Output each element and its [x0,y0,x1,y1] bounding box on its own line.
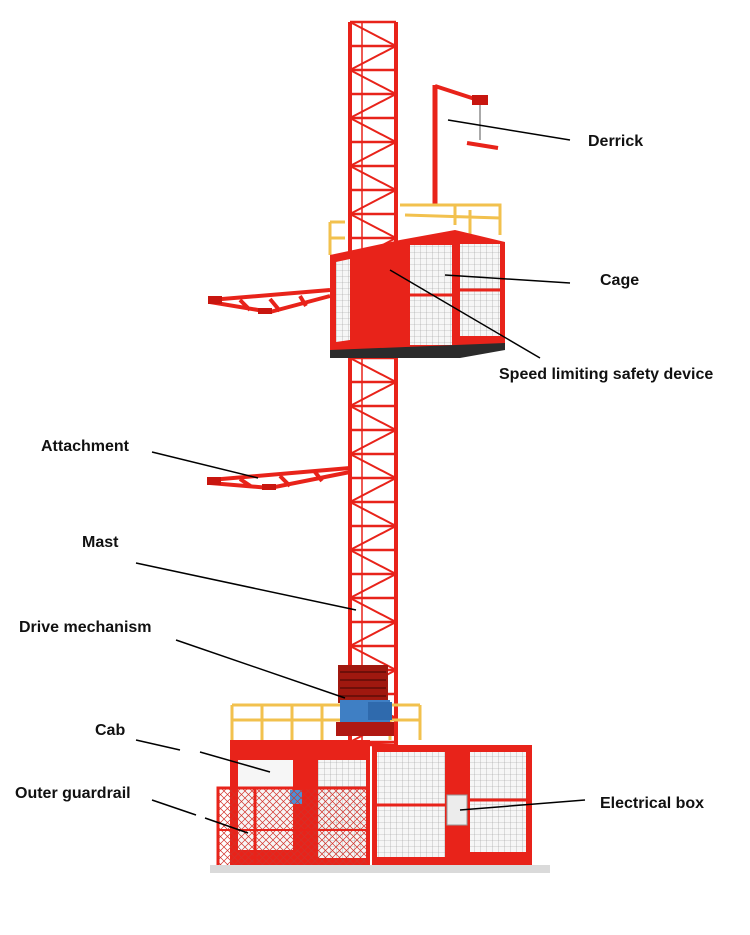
leader-cab [136,740,180,750]
label-drive-mechanism: Drive mechanism [19,620,152,636]
label-cab: Cab [95,723,125,739]
drive-mechanism [336,665,394,736]
label-cage: Cage [600,273,639,289]
leader-mast [136,563,356,610]
label-mast: Mast [82,535,118,551]
leader-drive-mechanism [176,640,345,698]
label-outer-guardrail: Outer guardrail [15,786,131,802]
mast-tower [350,22,396,745]
derrick-crane [435,85,498,205]
upper-attachment-arm [208,290,330,314]
label-speed-limiting-safety-device: Speed limiting safety device [499,367,713,383]
label-derrick: Derrick [588,134,643,150]
leader-attachment [152,452,258,478]
leader-derrick [448,120,570,140]
label-electrical-box: Electrical box [600,796,704,812]
leader-outer-guardrail [152,800,196,815]
cage [330,205,505,358]
label-attachment: Attachment [41,439,129,455]
